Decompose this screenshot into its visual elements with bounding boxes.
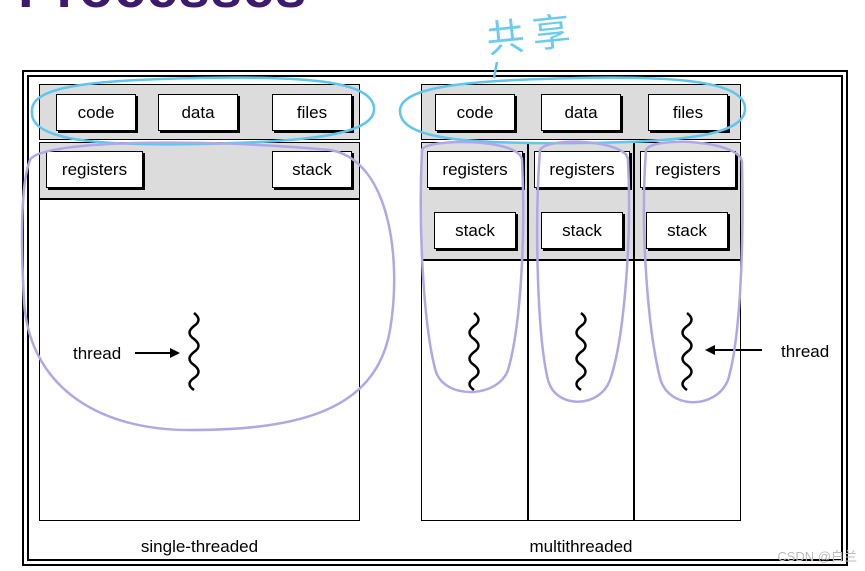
thread-squiggle-multi-2 [575, 312, 587, 392]
single-thread-label: thread [73, 344, 122, 363]
multi-files-box: files [648, 94, 728, 131]
multi-registers-box-1: registers [427, 151, 523, 188]
page-heading: Processes [18, 0, 307, 16]
multi-registers-box-3: registers [640, 151, 736, 188]
multi-thread-area-2 [528, 260, 634, 521]
diagram-frame-outer [22, 70, 848, 566]
watermark: CSDN @白兰 [777, 549, 857, 564]
multi-stack-box-1: stack [434, 212, 516, 249]
multi-stack-box-3: stack [646, 212, 728, 249]
multi-code-box: code [435, 94, 515, 131]
single-files-box: files [272, 94, 352, 131]
annotation-loop-thread-multi-3 [642, 140, 744, 404]
single-registers-box: registers [46, 151, 143, 188]
annotation-loop-thread-multi-2 [535, 140, 631, 403]
multi-thread-area-3 [634, 260, 741, 521]
diagram-frame-inner [27, 75, 843, 561]
multi-thread-area-1 [421, 260, 528, 521]
multi-registers-box-2: registers [534, 151, 630, 188]
single-caption: single-threaded [140, 537, 259, 556]
thread-squiggle-single [188, 312, 200, 392]
thread-squiggle-multi-1 [468, 312, 480, 392]
multi-stack-box-2: stack [541, 212, 623, 249]
annotation-loop-thread-multi-1 [419, 140, 525, 394]
thread-squiggle-multi-3 [681, 312, 693, 392]
single-code-box: code [56, 94, 136, 131]
multi-caption: multithreaded [529, 537, 633, 556]
multi-data-box: data [541, 94, 621, 131]
multi-thread-label: thread [781, 342, 830, 361]
annotation-loop-thread-single [20, 141, 396, 432]
single-stack-box: stack [272, 151, 352, 188]
annotation-loop-shared-single [30, 76, 376, 146]
single-data-box: data [158, 94, 238, 131]
annotation-stroke-blue [492, 61, 499, 79]
single-thread-area [39, 199, 360, 521]
annotation-loop-shared-multi [398, 76, 747, 145]
